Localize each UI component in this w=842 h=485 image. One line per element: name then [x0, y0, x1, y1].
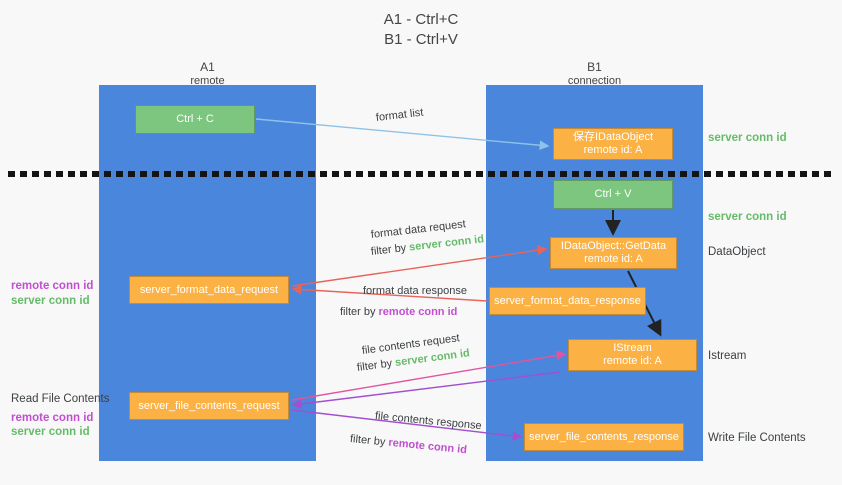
edge-label-format-data-response-filter-value: remote conn id — [378, 306, 458, 318]
node-ctrl-c-label: Ctrl + C — [176, 113, 214, 125]
node-server-format-data-response[interactable]: server_format_data_response — [489, 287, 646, 315]
right-label-dataobject: DataObject — [708, 246, 766, 258]
node-server-file-contents-request[interactable]: server_file_contents_request — [129, 392, 289, 420]
right-label-server-conn-id-top: server conn id — [708, 132, 787, 144]
node-server-file-contents-response-label: server_file_contents_response — [529, 430, 679, 443]
edge-label-file-contents-request-filter-prefix: filter by — [356, 357, 396, 374]
edge-label-format-data-response: format data response — [363, 285, 467, 297]
column-a1-name: A1 — [200, 60, 215, 74]
edge-label-format-data-response-filter-prefix: filter by — [340, 306, 379, 318]
column-header-a1: A1 remote — [99, 60, 316, 88]
right-label-write-file-contents: Write File Contents — [708, 432, 806, 444]
arrow-file-contents-request — [291, 350, 567, 401]
left-label-remote-conn-id-2: remote conn id — [11, 412, 94, 424]
node-server-format-data-request-label: server_format_data_request — [139, 283, 279, 296]
arrow-file-contents-response-out — [291, 409, 523, 441]
node-idataobject-sub: remote id: A — [583, 144, 643, 156]
node-istream-sub: remote id: A — [603, 355, 662, 367]
node-server-file-contents-request-label: server_file_contents_request — [138, 399, 280, 412]
column-header-b1: B1 connection — [486, 60, 703, 88]
edge-label-file-contents-response-filter-prefix: filter by — [349, 433, 389, 449]
right-label-server-conn-id-second: server conn id — [708, 211, 787, 223]
left-label-server-conn-id-1: server conn id — [11, 295, 90, 307]
page-title: A1 - Ctrl+C B1 - Ctrl+V — [0, 10, 842, 50]
column-b1-sub: connection — [567, 75, 622, 87]
node-idataobject[interactable]: 保存IDataObject remote id: A — [553, 128, 673, 160]
left-label-server-conn-id-2: server conn id — [11, 426, 90, 438]
left-label-remote-conn-id-1: remote conn id — [11, 280, 94, 292]
title-line-2: B1 - Ctrl+V — [384, 31, 458, 48]
column-a1-sub: remote — [190, 75, 225, 87]
column-b1-name: B1 — [587, 60, 602, 74]
node-server-format-data-response-label: server_format_data_response — [494, 294, 641, 307]
edge-label-format-data-response-filter: filter by remote conn id — [340, 305, 457, 320]
node-server-file-contents-response[interactable]: server_file_contents_response — [524, 423, 684, 451]
left-label-read-file-contents: Read File Contents — [11, 393, 110, 405]
arrow-format-list — [255, 118, 550, 151]
arrow-format-data-response — [291, 284, 488, 302]
arrow-format-data-request — [291, 245, 548, 287]
node-server-format-data-request[interactable]: server_format_data_request — [129, 276, 289, 304]
node-istream-label: IStream — [613, 342, 652, 354]
edge-label-format-data-request-filter-prefix: filter by — [370, 241, 410, 258]
node-istream[interactable]: IStream remote id: A — [568, 339, 697, 371]
node-getdata[interactable]: IDataObject::GetData remote id: A — [550, 237, 677, 269]
node-ctrl-v[interactable]: Ctrl + V — [553, 180, 673, 209]
right-label-istream: Istream — [708, 350, 747, 362]
node-ctrl-c[interactable]: Ctrl + C — [135, 105, 255, 134]
arrow-file-contents-response — [291, 371, 561, 409]
node-getdata-sub: remote id: A — [584, 253, 643, 265]
phase-divider — [8, 171, 834, 177]
node-ctrl-v-label: Ctrl + V — [594, 188, 632, 200]
title-line-1: A1 - Ctrl+C — [383, 11, 459, 28]
node-idataobject-label: 保存IDataObject — [572, 131, 654, 143]
node-getdata-label: IDataObject::GetData — [560, 240, 667, 252]
